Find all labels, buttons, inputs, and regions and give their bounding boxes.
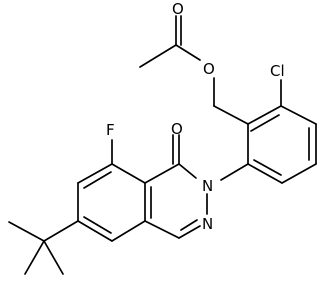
bond-c4-c4a bbox=[144, 220, 180, 239]
atom-label-chlorine: Cl bbox=[270, 62, 285, 80]
bond-c8a-c8 bbox=[111, 163, 146, 184]
bond-n-c-keto bbox=[178, 163, 197, 179]
bond-ar-c5-c6 bbox=[247, 163, 283, 184]
bond-n=c4-a bbox=[178, 225, 201, 239]
bond-c6-c5 bbox=[77, 220, 113, 242]
bond-c5-c4a bbox=[111, 220, 146, 242]
bond-c6-c5-inner bbox=[83, 216, 112, 234]
bond-c-keto-c8a bbox=[144, 163, 180, 184]
atom-label-fluorine: F bbox=[106, 121, 115, 139]
bond-ar-c1-c2 bbox=[247, 105, 282, 125]
atom-label-acetyl-carbonyl-oxygen: O bbox=[172, 0, 184, 18]
bond-c8-c7-inner bbox=[83, 171, 112, 189]
bond-ar-n bbox=[220, 163, 249, 181]
bond-ar-c5-c6-inner bbox=[253, 159, 282, 176]
bond-c6-tbu bbox=[43, 220, 79, 242]
atom-label-ester-oxygen: O bbox=[203, 60, 215, 78]
bond-n=c4-b bbox=[180, 219, 198, 231]
bond-tbu-me1 bbox=[8, 221, 45, 242]
bond-ar-c1-c2-inner bbox=[250, 114, 280, 132]
atom-label-ring-nitrogen: N bbox=[202, 177, 213, 195]
bond-ch2-ring bbox=[213, 105, 249, 125]
bond-c8-c7 bbox=[77, 163, 113, 184]
bond-tbu-me2 bbox=[24, 240, 45, 275]
atom-label-ring-nitrogen-2: N bbox=[202, 215, 213, 233]
bond-acetyl-c-o bbox=[175, 44, 201, 61]
bond-tbu-me3 bbox=[43, 240, 64, 275]
atom-label-keto-oxygen: O bbox=[171, 120, 183, 138]
bond-acetyl-methyl bbox=[139, 44, 177, 68]
bond-ar-c4-c5 bbox=[281, 163, 317, 184]
bond-ar-c2-c3 bbox=[280, 105, 317, 125]
